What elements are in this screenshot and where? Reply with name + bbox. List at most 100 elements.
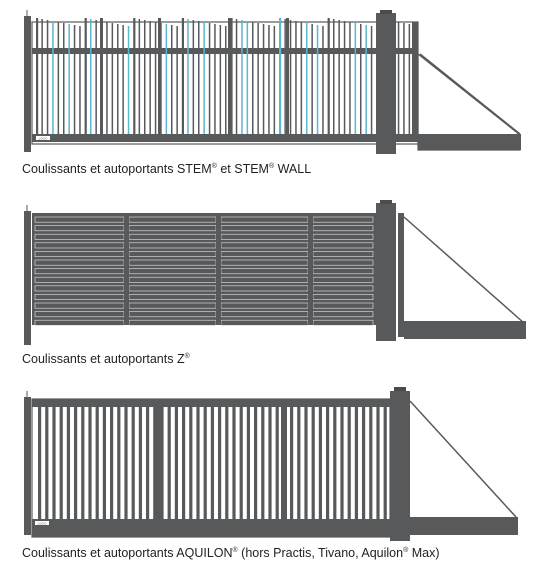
stem-bar	[154, 22, 157, 134]
aquilon-bar	[210, 407, 214, 519]
stem-bar	[295, 21, 297, 134]
stem-bar	[322, 26, 324, 134]
stem-upright	[100, 18, 103, 136]
z-slat	[312, 233, 374, 240]
aquilon-caption: Coulissants et autoportants AQUILON® (ho…	[22, 546, 440, 560]
z-slat	[312, 285, 374, 292]
aquilon-bar	[218, 407, 222, 519]
stem-left-post	[24, 16, 31, 152]
stem-bar	[203, 22, 205, 134]
stem-bar	[176, 26, 178, 134]
aquilon-bar	[174, 407, 178, 519]
stem-bar	[311, 24, 313, 134]
aquilon-guide-post	[390, 391, 410, 541]
aquilon-bar	[38, 407, 42, 519]
stem-bar	[289, 20, 292, 134]
gate-block-z: Coulissants et autoportants Z®	[0, 195, 555, 375]
aquilon-bar	[333, 407, 337, 519]
stem-upright	[286, 18, 289, 136]
stem-end-strip	[412, 22, 418, 142]
stem-bar	[133, 18, 136, 134]
z-slat	[312, 276, 374, 283]
stem-bar	[343, 21, 346, 134]
stem-bar	[246, 21, 249, 134]
z-slat	[312, 268, 374, 275]
stem-guide-post-cap	[380, 10, 392, 14]
stem-bar	[349, 22, 351, 134]
z-slat	[220, 259, 309, 266]
aquilon-bar	[189, 407, 193, 519]
stem-bar	[208, 23, 211, 134]
z-slat	[128, 242, 217, 249]
z-caption: Coulissants et autoportants Z®	[22, 352, 190, 366]
z-tail-diagonal	[403, 216, 525, 324]
stem-bar	[198, 21, 200, 134]
stem-bar	[365, 25, 367, 134]
z-slat	[220, 302, 309, 309]
z-slat	[34, 242, 125, 249]
z-slat	[128, 294, 217, 300]
z-slat	[312, 302, 374, 309]
stem-bar	[316, 25, 319, 134]
aquilon-bar	[138, 407, 142, 519]
z-gate-drawing	[24, 200, 526, 345]
aquilon-bar	[182, 407, 186, 519]
aquilon-tail-diagonal	[409, 400, 517, 518]
z-slat	[220, 311, 309, 318]
stem-bar	[241, 20, 243, 134]
stem-tail-diagonal	[419, 53, 521, 135]
stem-bar	[257, 23, 259, 134]
stem-bar	[279, 18, 282, 134]
stem-upright	[228, 18, 231, 136]
aquilon-bar	[225, 407, 229, 519]
stem-bar	[408, 24, 411, 134]
aquilon-bar	[66, 407, 70, 519]
stem-bar	[57, 22, 60, 134]
stem-bar	[370, 26, 373, 134]
z-left-post	[24, 211, 31, 345]
stem-bar	[149, 21, 151, 134]
z-divider-1	[124, 213, 129, 325]
stem-bar	[95, 20, 97, 134]
aquilon-bar	[81, 407, 85, 519]
stem-caption: Coulissants et autoportants STEM® et STE…	[22, 162, 312, 176]
stem-bar	[214, 24, 216, 134]
aquilon-bar	[261, 407, 265, 519]
stem-bar	[252, 22, 254, 134]
stem-bar	[36, 18, 39, 134]
stem-logo-badge-text: LOGO	[39, 137, 48, 141]
z-slat	[128, 302, 217, 309]
z-slat	[34, 225, 125, 232]
z-end-strip	[398, 213, 404, 337]
aquilon-vertical-bars	[38, 407, 387, 519]
aquilon-bar	[340, 407, 344, 519]
stem-bar	[90, 19, 92, 134]
aquilon-bar	[362, 407, 366, 519]
z-slat	[34, 259, 125, 266]
stem-bar	[171, 25, 173, 134]
z-slat	[128, 311, 217, 318]
z-slat	[312, 311, 374, 318]
aquilon-bar	[326, 407, 330, 519]
stem-bar	[138, 19, 141, 134]
stem-bar	[327, 18, 330, 134]
stem-bar	[235, 19, 238, 134]
stem-bar	[73, 25, 76, 134]
stem-bar	[165, 24, 168, 134]
z-slat	[34, 251, 125, 257]
aquilon-bar	[239, 407, 243, 519]
z-slat	[220, 242, 309, 249]
z-divider-3	[308, 213, 313, 325]
z-slat	[34, 311, 125, 318]
aquilon-bar	[297, 407, 301, 519]
aquilon-bar	[354, 407, 358, 519]
aquilon-bar	[95, 407, 99, 519]
z-slat	[34, 233, 125, 240]
z-slat	[128, 319, 217, 326]
aquilon-bar	[376, 407, 380, 519]
z-tail-base	[404, 321, 526, 339]
z-slat	[220, 285, 309, 292]
aquilon-bar	[131, 407, 135, 519]
stem-bar	[111, 23, 114, 134]
stem-bar	[144, 20, 146, 134]
